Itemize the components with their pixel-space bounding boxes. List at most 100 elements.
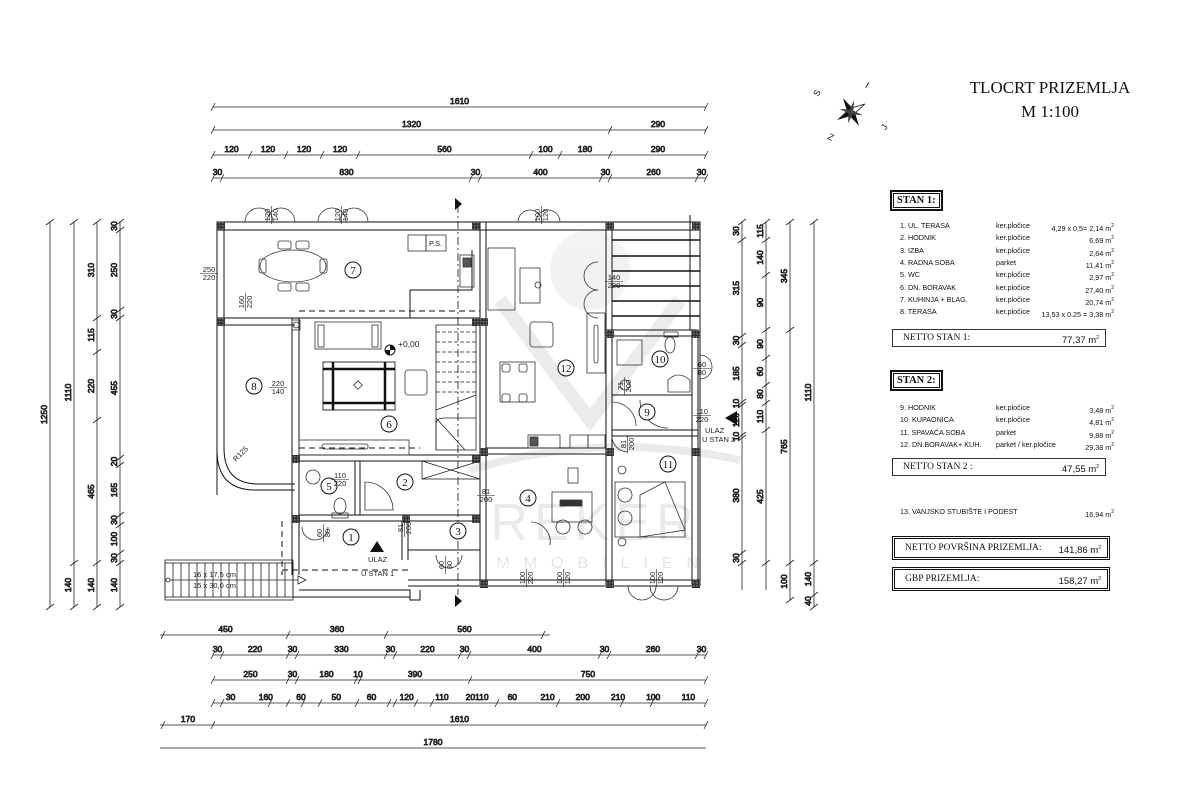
room-area: 11,41 m2 (1085, 259, 1114, 270)
room-number: 6 (386, 419, 392, 431)
opening-height: 80 (698, 368, 706, 377)
dimension-label: 560 (457, 624, 471, 634)
dimension-tick (694, 173, 700, 183)
dimension-tick (477, 173, 483, 183)
room-number-circle (344, 261, 362, 279)
wall-column (692, 580, 700, 588)
dimension-tick (703, 698, 709, 708)
room-name: 5. WC (900, 270, 920, 280)
room-area: 29,38 m2 (1085, 441, 1114, 452)
dimension-tick (597, 650, 603, 660)
dimension-tick (761, 326, 771, 334)
opening-width: 81 (396, 524, 405, 532)
dimension-tick (785, 559, 795, 567)
dimension-label: 30 (731, 226, 741, 236)
room-number-circle (557, 359, 575, 377)
dimension-tick (607, 173, 613, 183)
opening-width: 120 (263, 209, 272, 222)
exterior-stairs (164, 559, 307, 601)
watermark-subtext: IMMOBILIEN (478, 555, 712, 572)
room-name: 11. SPAVAĆA SOBA (900, 427, 966, 437)
dimension-label: 1610 (450, 714, 469, 724)
dimension-tick (703, 650, 709, 660)
opening-height: 200 (404, 522, 413, 535)
dimension-label: 120 (400, 692, 414, 702)
room-number-circle (342, 528, 360, 546)
room-area: 27,40 m2 (1085, 284, 1114, 295)
title-main: TLOCRT PRIZEMLJA (969, 78, 1131, 97)
room-area: 9,88 m2 (1089, 429, 1114, 440)
room-number-circle (380, 415, 398, 433)
stan2-heading: STAN 2: (890, 370, 943, 391)
dimension-label: 140 (803, 572, 813, 586)
opening-height: 220 (334, 479, 347, 488)
gbp-total-value: 158,27 m2 (1058, 576, 1101, 587)
entry1-label-b: U STAN 1 (361, 569, 394, 578)
dimension-label: 180 (319, 669, 333, 679)
dimension-tick (283, 150, 289, 160)
dimension-label: 1110 (63, 383, 73, 401)
dimension-tick (45, 603, 55, 611)
dimension-label: 1250 (39, 405, 49, 424)
dimension-label: 100 (109, 532, 119, 546)
dimension-tick (649, 698, 655, 708)
dimension-label: 30 (731, 336, 741, 346)
opening-height: 80 (323, 529, 332, 537)
dimension-tick (210, 102, 216, 112)
gbp-total: GBP PRIZEMLJA: 158,27 m2 (892, 567, 1110, 591)
terrace-slats (612, 215, 700, 330)
gbp-total-label: GBP PRIZEMLJA: (905, 574, 980, 584)
dimension-tick (160, 720, 166, 730)
dimension-label: 60 (508, 692, 518, 702)
dimension-tick (761, 354, 771, 362)
ps-label: P.S. (429, 239, 442, 248)
dimension-tick (703, 720, 709, 730)
opening-height: 220 (526, 572, 535, 585)
opening-height: 200 (627, 438, 636, 451)
room-number-circle (519, 489, 537, 507)
wall-column (606, 448, 614, 456)
dimension-tick (210, 675, 216, 685)
dimension-tick (557, 150, 563, 160)
dimension-tick (466, 650, 472, 660)
dimension-label: 140 (109, 578, 119, 592)
room-name: 8. TERASA (900, 307, 937, 317)
room-material: parket (996, 257, 1016, 267)
room-name: 10. KUPAONICA (900, 415, 954, 425)
dimension-tick (737, 398, 747, 406)
dimension-tick (92, 218, 102, 226)
dimension-label: 160 (259, 692, 273, 702)
opening-width: 250 (203, 265, 216, 274)
compass: S I J Z (806, 80, 896, 143)
room-number-circle (396, 473, 414, 491)
entry2-label-a: ULAZ (705, 426, 725, 435)
dimension-tick (115, 559, 125, 567)
dimension-tick (267, 698, 273, 708)
opening-height: 120 (541, 209, 550, 222)
dimension-tick (737, 236, 747, 244)
dimension-tick (607, 125, 613, 135)
room-number-circle (320, 477, 338, 495)
room-area: 4,29 x 0,5= 2,14 m2 (1051, 223, 1114, 233)
legend-row: 12. DN.BORAVAK+ KUH.parket / ker.pločice… (900, 439, 1114, 452)
dimension-label: 315 (731, 281, 741, 295)
dimension-tick (69, 559, 79, 567)
dimension-tick (92, 348, 102, 356)
dimension-tick (355, 150, 361, 160)
dimension-tick (737, 549, 747, 557)
room-number: 2 (402, 477, 408, 489)
furniture (258, 234, 691, 547)
stan2-total: NETTO STAN 2 : 47,55 m2 (892, 458, 1106, 476)
extra-area: 16,94 m2 (1085, 509, 1114, 519)
opening-height: 220 (203, 273, 216, 282)
dimension-label: 30 (109, 553, 119, 563)
dimension-tick (294, 650, 300, 660)
